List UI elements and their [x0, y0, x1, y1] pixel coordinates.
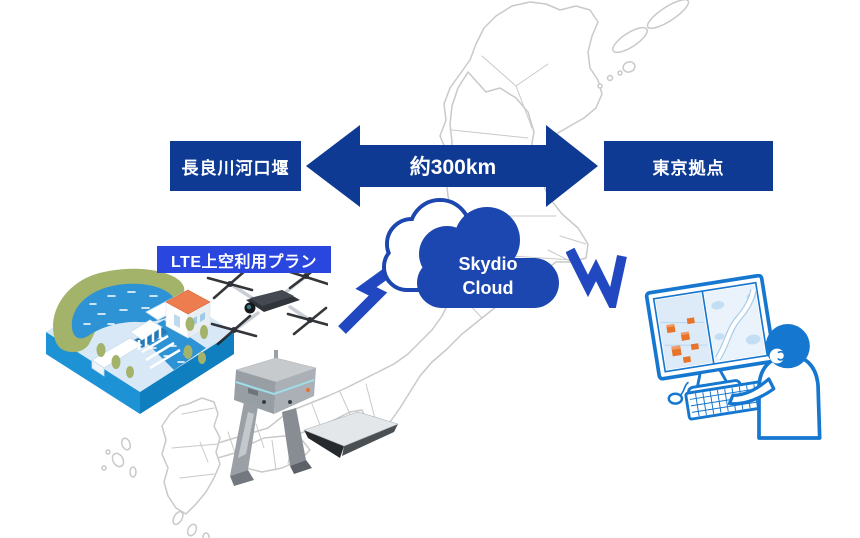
dam-building-orange-roof	[165, 289, 211, 339]
monitor	[644, 274, 777, 399]
map-kyushu	[161, 397, 221, 515]
lte-plan-banner: LTE上空利用プラン	[157, 246, 331, 273]
site-label-nagaragawa: 長良川河口堰	[170, 141, 301, 191]
lte-plan-banner-text: LTE上空利用プラン	[170, 253, 318, 271]
site-label-tokyo-text: 東京拠点	[652, 158, 725, 178]
lightning-bolt-right-icon	[566, 247, 627, 308]
dam-trees	[96, 317, 208, 378]
screen-left-panel	[655, 292, 712, 370]
dock-antenna	[274, 350, 278, 362]
dock-legs	[230, 402, 312, 486]
dock-illustration	[230, 350, 317, 486]
skydio-cloud-icon: Skydio Cloud	[382, 198, 559, 308]
drone-body	[244, 290, 300, 314]
map-kuril-islands	[597, 0, 690, 89]
person-arm	[727, 377, 776, 406]
cloud-label-line1: Skydio	[458, 254, 517, 274]
cloud-main	[417, 207, 559, 308]
person	[727, 324, 822, 440]
estuary-dam-illustration	[46, 268, 234, 414]
cloud-label-line2: Cloud	[463, 278, 514, 298]
screen-right-panel	[704, 284, 766, 363]
mouse	[667, 381, 689, 405]
landing-pad-illustration	[303, 411, 399, 458]
keyboard	[684, 380, 767, 421]
drone-rotor-hubs	[227, 273, 313, 333]
site-label-tokyo: 東京拠点	[604, 141, 773, 191]
distance-arrow-icon: 約300km	[306, 125, 598, 207]
operator-illustration	[644, 274, 822, 440]
distance-label: 約300km	[410, 155, 496, 179]
person-head	[765, 324, 810, 369]
site-label-nagaragawa-text: 長良川河口堰	[181, 158, 290, 178]
dam-lake	[71, 283, 176, 339]
